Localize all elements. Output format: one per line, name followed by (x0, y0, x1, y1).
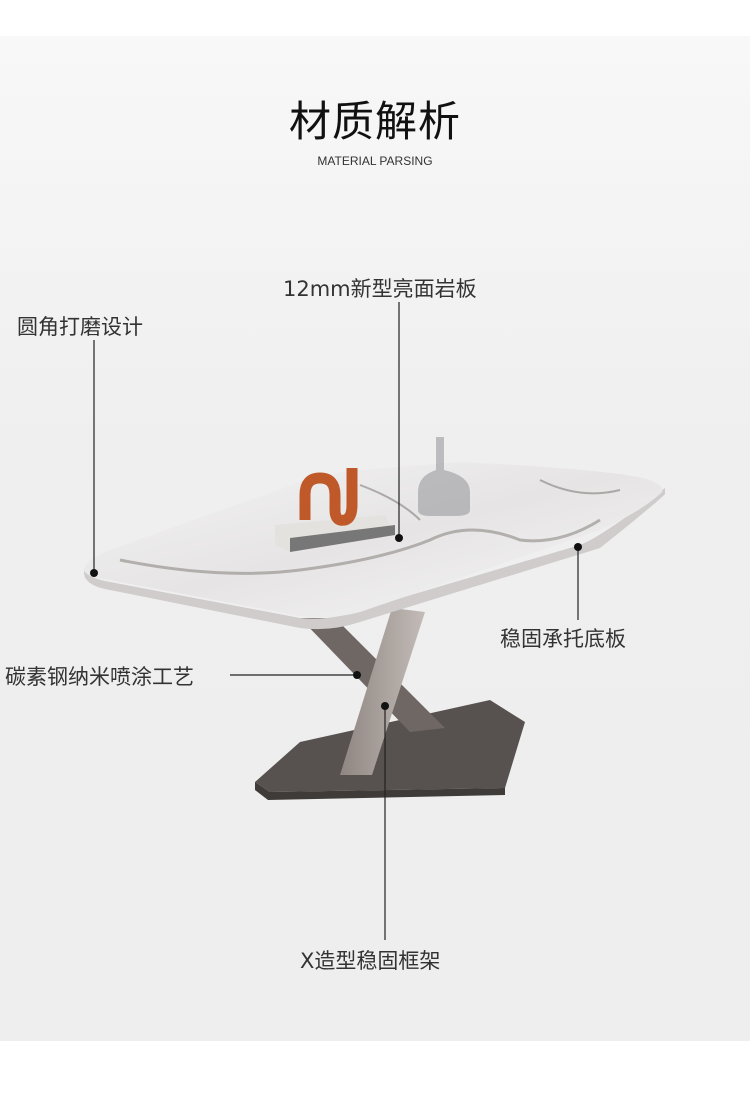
tabletop (84, 462, 663, 618)
books-spine (290, 525, 395, 552)
callout-x-frame: X造型稳固框架 (300, 949, 441, 973)
callout-dot (395, 534, 403, 542)
tabletop-edge (84, 488, 665, 630)
callout-rounded-corner: 圆角打磨设计 (17, 315, 143, 339)
glass-vase (418, 437, 470, 516)
orange-sculpture (299, 468, 358, 526)
callout-dot (574, 543, 582, 551)
callout-dot (90, 569, 98, 577)
callout-coating: 碳素钢纳米喷涂工艺 (5, 665, 194, 689)
marble-vein (119, 518, 601, 575)
base-plate (255, 700, 525, 792)
page-subtitle: MATERIAL PARSING (317, 154, 433, 168)
callout-base-plate: 稳固承托底板 (500, 627, 626, 651)
page-title: 材质解析 (288, 97, 461, 146)
base-plate-edge (255, 782, 505, 800)
x-frame-front-leg (340, 608, 425, 775)
callout-dot (381, 702, 389, 710)
callout-top-slab: 12mm新型亮面岩板 (283, 277, 477, 301)
callout-dot (353, 671, 361, 679)
marble-vein (359, 479, 621, 521)
